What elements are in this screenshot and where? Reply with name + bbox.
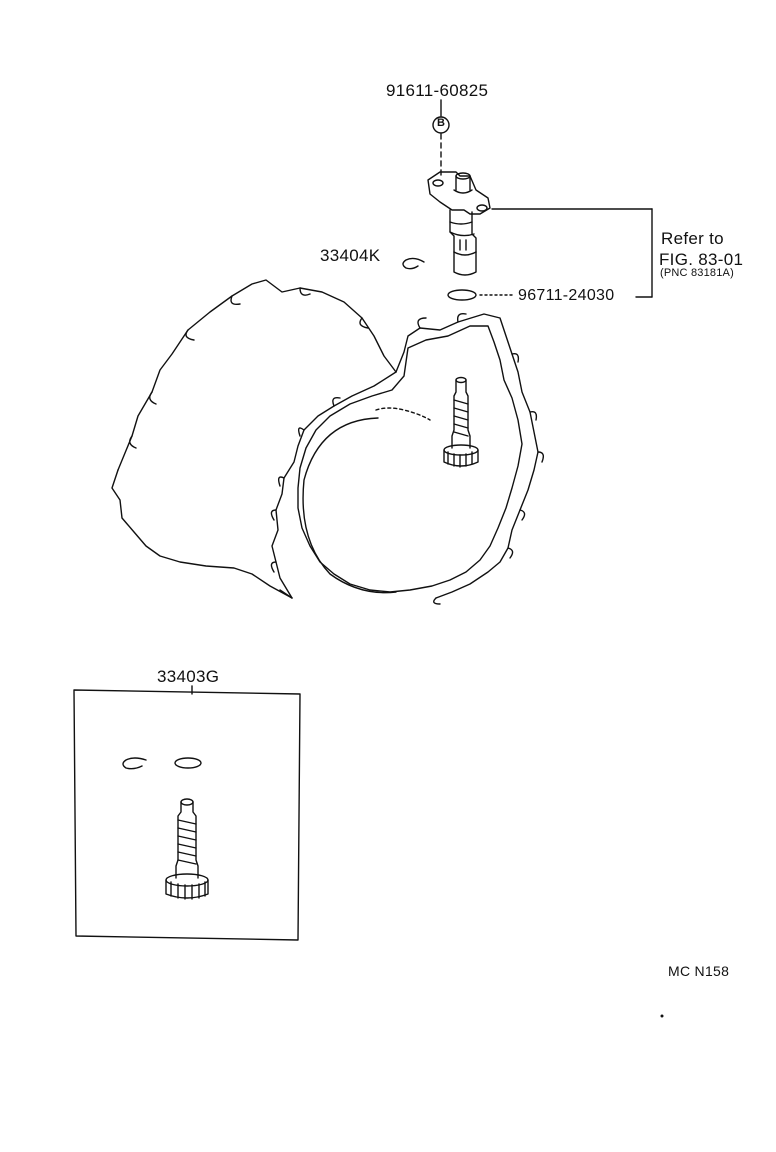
driven-gear-icon (443, 376, 479, 468)
reference-line1: Refer to (661, 229, 724, 248)
diagram-code: MC N158 (668, 963, 730, 979)
clip-part-number: 33404K (320, 246, 381, 265)
kit-driven-gear-icon (165, 798, 209, 900)
o-ring-icon (447, 289, 477, 301)
speed-sensor-icon (427, 171, 491, 276)
clip-icon (402, 257, 425, 270)
oring-part-number: 96711-24030 (518, 287, 615, 304)
reference-bracket (491, 208, 653, 298)
reference-line3: (PNC 83181A) (660, 267, 734, 279)
reference-line2: FIG. 83-01 (659, 250, 744, 269)
bolt-ref-letter: B (437, 117, 445, 129)
kit-box (73, 689, 301, 941)
kit-clip-icon (122, 757, 147, 770)
bolt-part-number: 91611-60825 (386, 81, 489, 100)
speck (660, 1014, 664, 1018)
kit-part-number: 33403G (157, 667, 220, 686)
bolt-ref-circle (432, 116, 450, 134)
transaxle-housing-icon (111, 279, 545, 605)
kit-o-ring-icon (174, 757, 202, 769)
